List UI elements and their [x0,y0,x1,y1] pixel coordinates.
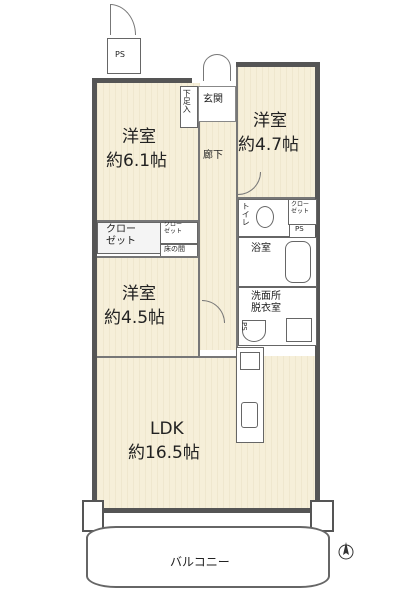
bathroom-label: 浴室 [251,243,271,254]
shoe-storage [180,86,198,128]
washbasin-icon [242,320,266,342]
east-bedroom-name: 洋室 [253,111,287,131]
pipe-space-right-label: PS [295,225,304,233]
entrance-door-arc [203,54,231,81]
wall-west-bedroom-bottom [97,220,200,222]
pipe-space-top [107,38,141,74]
closet-toilet [288,199,317,225]
balcony [86,526,330,588]
closet-small-label: クロー ゼット [164,221,183,235]
closet-main [97,222,161,254]
pipe-space-top-label: PS [115,50,125,59]
washer-icon [286,318,312,342]
pipe-space-kitchen-label: PS [240,322,249,331]
room-west-bedroom [97,83,200,220]
room-entrance [198,86,236,122]
toilet-bowl-icon [256,206,274,228]
outer-wall-right [315,62,320,510]
stove-icon [240,352,260,370]
toilet-label: トイレ [241,202,251,226]
outer-wall-bottom [92,508,320,513]
ldk-size: 約16.5帖 [128,443,200,463]
wall-mid-bedroom-top [97,256,200,258]
west-bedroom-name: 洋室 [122,127,156,147]
west-bedroom-size: 約6.1帖 [106,151,168,171]
corridor-label: 廊下 [203,150,223,161]
wall-east-bedroom-bottom [238,197,315,199]
mid-bedroom-name: 洋室 [122,284,156,304]
ldk-name: LDK [150,419,184,439]
outer-wall-top-left [92,78,192,83]
room-mid-bedroom [97,258,198,358]
shoe-storage-label: 下足入 [182,89,192,113]
outer-wall-top-right [236,62,320,67]
ps-door-arc [110,4,136,35]
closet-small [160,222,198,244]
mid-bedroom-size: 約4.5帖 [104,308,166,328]
east-bedroom-size: 約4.7帖 [238,135,300,155]
closet-main-label: クロー ゼット [106,224,136,247]
wall-corridor-right [236,67,238,347]
closet-toilet-label: クロー ゼット [291,201,310,215]
north-arrow-icon [338,542,354,560]
wall-corridor-left [198,122,200,358]
balcony-label: バルコニー [170,555,230,569]
bathtub-icon [285,241,311,283]
entrance-label: 玄関 [203,94,223,105]
sink-icon [241,402,258,428]
room-ldk [97,356,315,508]
outer-wall-left [92,78,97,510]
tokonoma-label: 床の間 [164,245,185,253]
washroom-label: 洗面所 脱衣室 [251,291,281,314]
wall-mid-bedroom-bottom [97,356,236,358]
